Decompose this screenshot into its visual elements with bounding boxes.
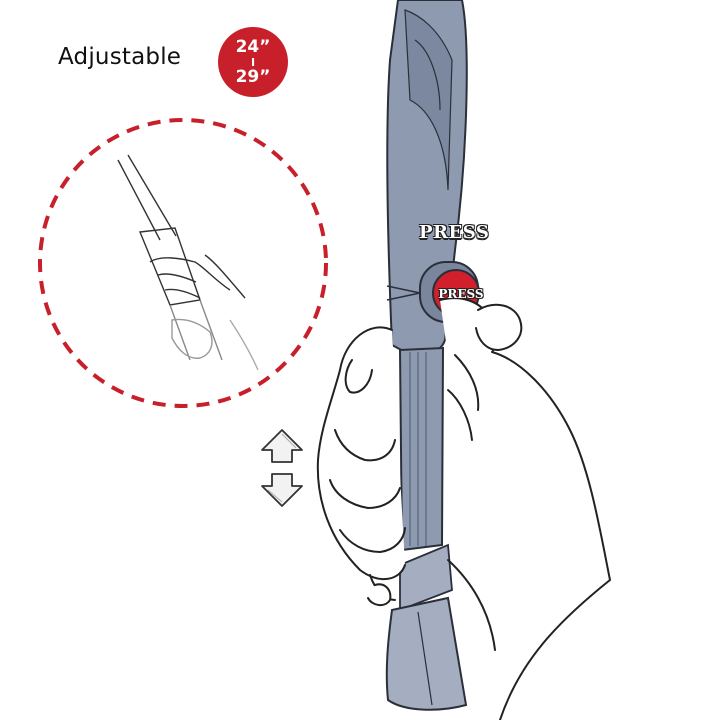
badge-max: 29” [235,66,271,87]
arrow-up-icon [261,429,303,463]
badge-separator: I [250,55,256,69]
handle [385,0,468,711]
badge-min: 24” [235,36,271,57]
arrow-down-icon [261,473,303,507]
press-label: PRESS [419,222,490,243]
size-badge: 24” I 29” [218,27,288,97]
title: Adjustable [58,44,182,70]
inset-sketch [117,154,259,371]
hand-drawing [316,297,611,720]
detail-circle [38,118,328,408]
press-button-text: PRESS [438,287,484,301]
